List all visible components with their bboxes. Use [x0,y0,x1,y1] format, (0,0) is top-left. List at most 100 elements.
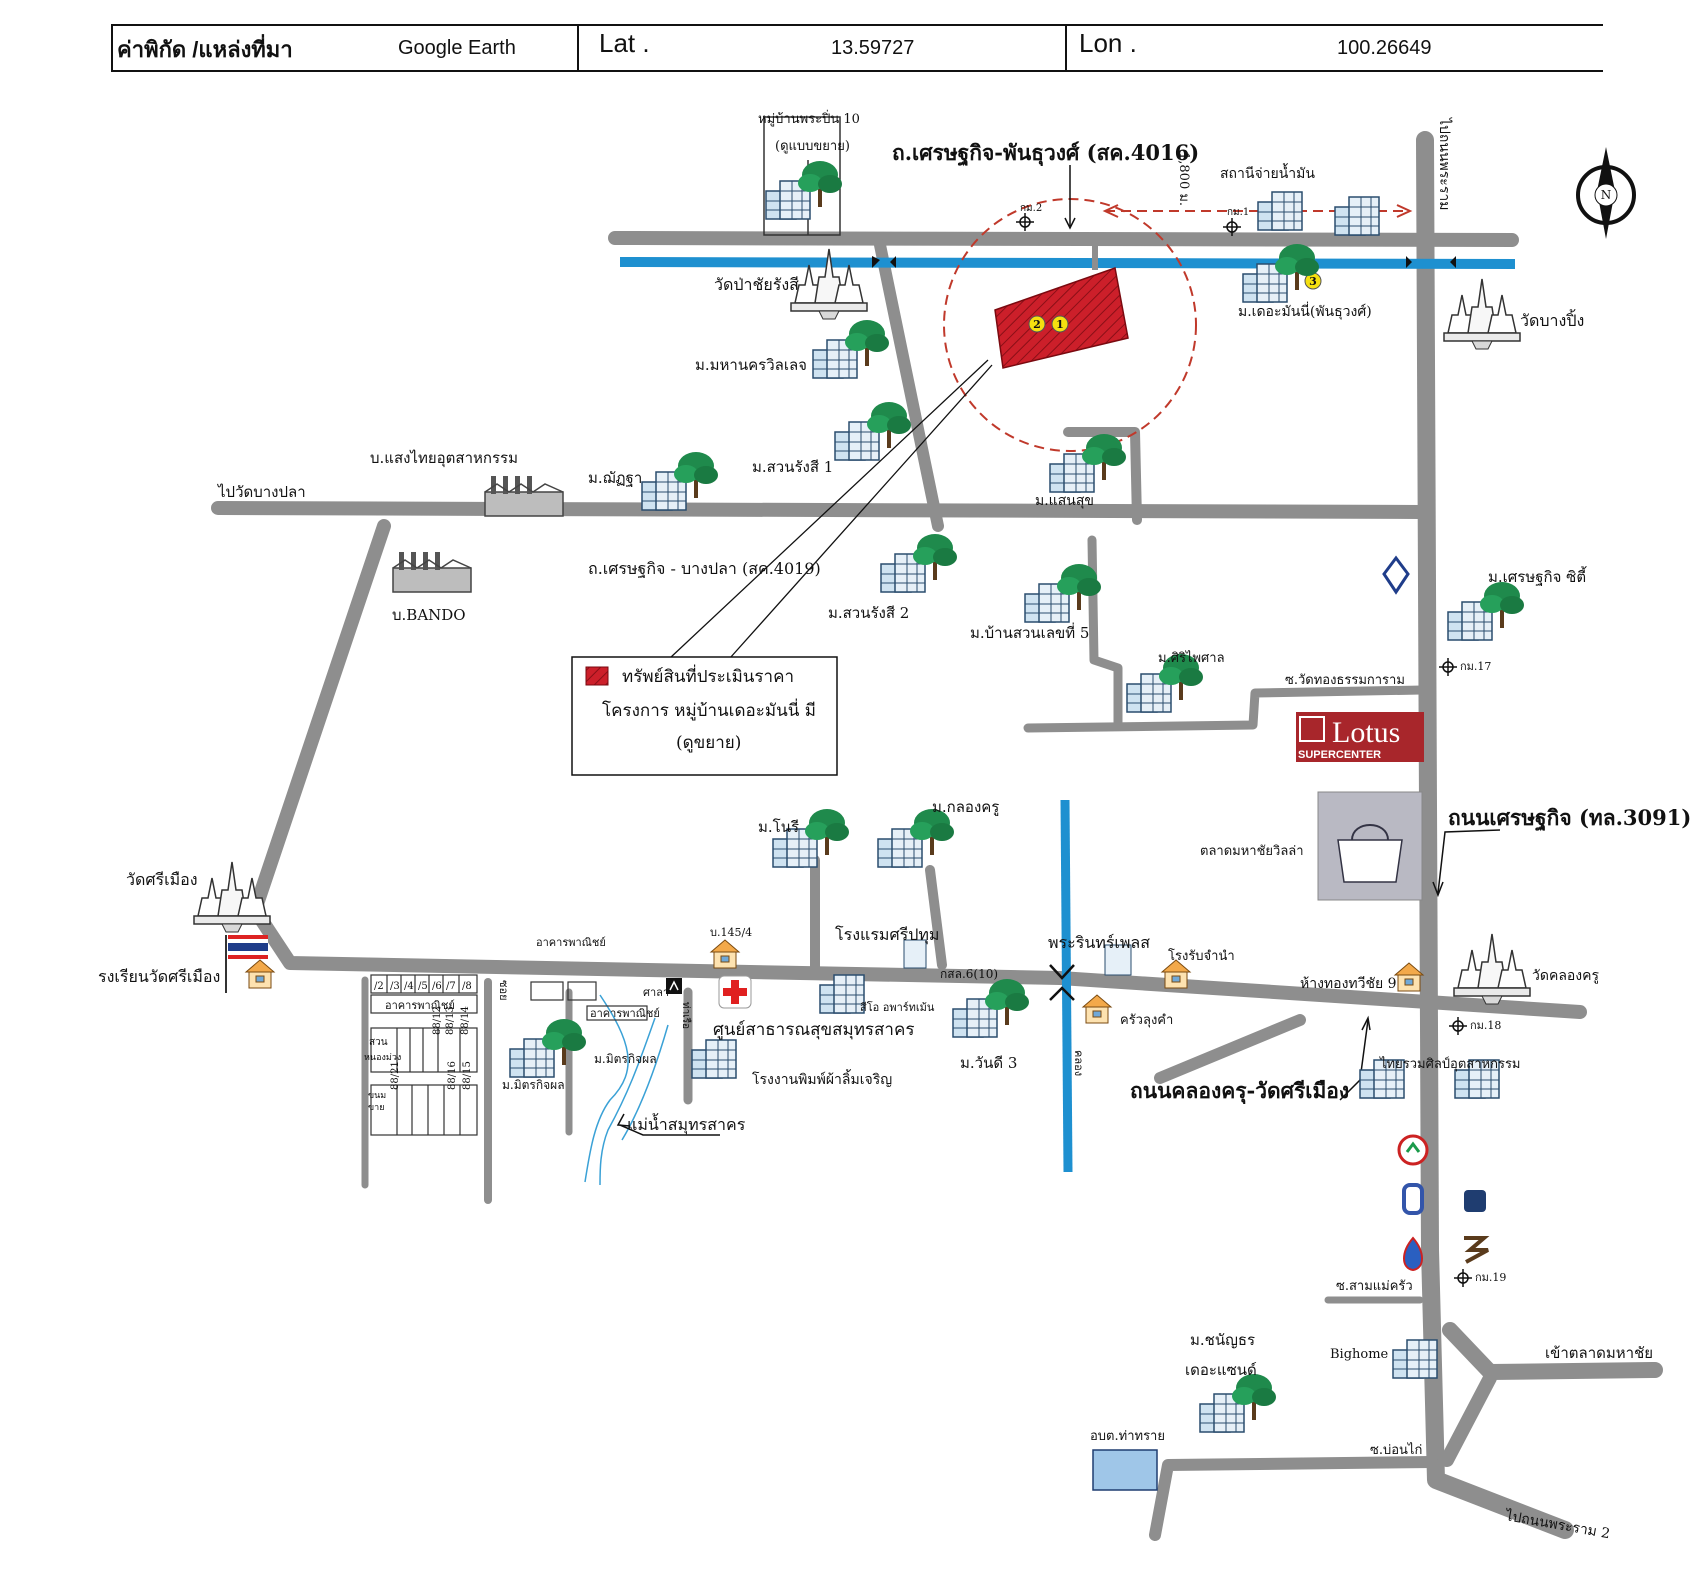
km18-marker-icon [1448,1016,1468,1036]
suan-label: สวน [369,1037,388,1048]
seto-apartment-icon [819,974,865,1014]
phrarin-icon [1104,944,1132,976]
wat-bangping-label: วัดบางปิ้ง [1520,309,1584,330]
wat-klongkru-icon [1453,933,1531,1005]
place-label-group: หมู่บ้านพระปิ่น 10 (ดูแบบขยาย) สถานีจ่าย… [98,110,1600,1444]
printing-label: โรงงานพิมพ์ผ้าลิ้มเจริญ [752,1069,892,1088]
gas-station-icon [1257,191,1303,231]
nong2-label: ขนม [368,1091,386,1101]
school-srimuang-label: รงเรียนวัดศรีเมือง [98,967,220,986]
hotel-icon [903,939,927,969]
canal [619,256,1516,1173]
rongrub-label: โรงรับจำนำ [1168,948,1235,964]
lat-value: 13.59727 [831,37,915,59]
lat-cell: Lat . 13.59727 [579,26,1067,70]
chanyathorn-icon [1200,1374,1276,1432]
commercial-rows [370,974,648,1136]
saengthai-label: บ.แสงไทยอุตสาหกรรม [370,449,518,468]
printing-factory-icon [691,1039,737,1079]
health-center-label: ศูนย์สาธารณสุขสมุทรสาคร [713,1020,914,1040]
rongrub-icon [1161,959,1191,989]
hang-thong-icon [1394,962,1424,992]
compass-icon: N [1576,147,1636,239]
row-label-88-21: 88/21 [390,1061,401,1090]
house-icons [245,939,1424,1491]
river-label: แม่น้ำสมุทรสาคร [627,1113,746,1135]
klongkru-label: ม.กลองครู [932,798,999,816]
krua-lungkam-label: ครัวลุงคำ [1120,1013,1173,1028]
saensuk-label: ม.แสนสุข [1035,493,1094,509]
lon-value: 100.26649 [1337,37,1432,59]
setthakit-city-icon [1448,582,1524,640]
row-label-88-12: 88/12 [432,1006,443,1035]
sala-icon [666,978,682,994]
km2-label: กม.2 [1020,203,1042,214]
thai-flag-icon [225,935,268,993]
b145-label: บ.145/4 [710,926,752,939]
soi-sammaekrua-label: ซ.สามแม่ครัว [1336,1279,1413,1294]
row-label-6: /6 [432,981,442,992]
wat-pa-chairungsi-label: วัดป่าชัยรังสี [714,275,799,294]
legend-swatch-icon [585,666,609,686]
obt-thasai-label: อบต.ท่าทราย [1090,1429,1165,1444]
suanrungsi1-label: ม.สวนรังสี 1 [752,458,833,476]
wanti3-icon [953,979,1029,1037]
to-phetkasem-label: ไปถนนพระราม [1436,117,1453,210]
suanrungsi2-icon [881,534,957,592]
moo10-note: (ดูแบบขยาย) [775,139,850,154]
wat-klongkru-label: วัดคลองครู [1532,968,1600,984]
setthakit-city-label: ม.เศรษฐกิจ ซิตี้ [1488,566,1587,586]
marker-2: 2 [1033,318,1041,331]
km18-label: กม.18 [1470,1019,1501,1032]
marker-3: 3 [1309,275,1317,288]
road-klongkru-branch [1154,1014,1306,1084]
row-house-labels: /2 /3 /4 /5 /6 /7 /8 88/12 88/13 88/14 8… [374,981,473,1090]
chanya-icon [642,452,718,510]
soi-bonkai-label: ซ.บ่อนไก่ [1370,1442,1422,1458]
road-wat-pa-link [874,239,944,532]
km1-label: กม.1 [1227,207,1249,218]
row-label-5: /5 [418,981,428,992]
kbank-logo-icon [1397,1134,1429,1166]
scb-logo-icon [1464,1236,1490,1264]
road-label-group: ถ.เศรษฐกิจ-พันธุวงศ์ (สค.4016) ถ.เศรษฐกิ… [217,117,1691,1542]
hotel-sripathum-label: โรงแรมศรีปทุม [835,925,939,945]
bridge [1049,964,1075,1001]
moo10-label: หมู่บ้านพระปิ่น 10 [758,110,860,127]
wat-bangping-icon [1443,278,1521,350]
bando-label: บ.BANDO [392,606,466,624]
source-value: Google Earth [398,37,516,59]
road-4019 [211,501,1427,519]
sala-label: ศาลา [643,986,669,999]
mahachai-villa-label: ตลาดมหาชัยวิลล่า [1200,844,1304,859]
lotus-logo-icon [1296,712,1424,762]
bay-logo-icon [1402,1183,1424,1215]
ptt-logo-icon [1403,1236,1423,1272]
b145-house-icon [710,939,740,969]
suanrungsi2-label: ม.สวนรังสี 2 [828,604,909,622]
km-label-group: กม.2 กม.1 กม.17 กม.18 กม.19 [1020,203,1506,1284]
lotus-label: Lotus [1332,716,1400,749]
road-baansuan-link [1087,535,1123,727]
row-label-88-16: 88/16 [447,1061,458,1090]
klongkru-icon [878,809,954,867]
mitkitphon-icon [510,1019,586,1077]
compass-north: N [1601,188,1612,202]
lat-label: Lat . [599,28,650,58]
road-market-loop [1440,1371,1497,1467]
gas-station-icon-2 [1334,196,1380,236]
bando-factory-icon [392,551,472,593]
the-money-label: ม.เดอะมันนี่(พันธุวงศ์) [1238,302,1372,320]
km19-label: กม.19 [1475,1271,1506,1284]
legend-line2: โครงการ หมู่บ้านเดอะมันนี่ มี [602,698,816,721]
baansuan5-label: ม.บ้านสวนเลขที่ 5 [970,622,1089,642]
km17-marker-icon [1438,657,1458,677]
row-label-8: /8 [462,981,472,992]
road-4019-label: ถ.เศรษฐกิจ - บางปลา (สค.4019) [588,559,821,578]
nong3-label: ขาย [368,1103,384,1113]
road-3091-label: ถนนเศรษฐกิจ (ทล.3091) [1448,805,1691,832]
distance-1800-label: 1,800 ม. [1176,152,1191,206]
krua-lungkam-icon [1082,994,1112,1024]
bangkok-bank-logo-icon [1382,555,1410,595]
